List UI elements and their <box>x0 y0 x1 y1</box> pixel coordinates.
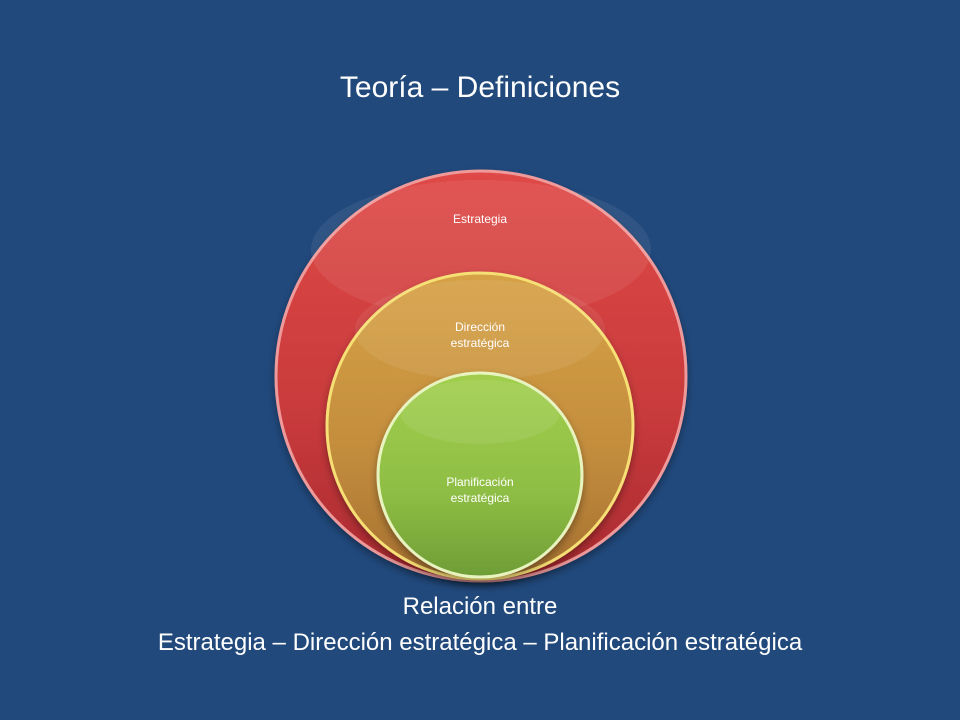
label-planificacion-text: Planificación estratégica <box>446 475 514 505</box>
circle-planificacion-estrategica <box>376 371 584 579</box>
label-estrategia: Estrategia <box>400 211 560 227</box>
caption-line-2: Estrategia – Dirección estratégica – Pla… <box>157 629 803 656</box>
label-direccion-text: Dirección estratégica <box>450 320 510 350</box>
caption-line-1: Relación entre <box>402 593 558 620</box>
label-planificacion-estrategica: Planificación estratégica <box>400 458 560 506</box>
circle-estrategia-highlight <box>311 180 651 320</box>
circle-direccion-highlight <box>355 280 605 380</box>
slide-title: Teoría – Definiciones <box>339 71 621 104</box>
circle-planificacion-highlight <box>400 380 560 444</box>
label-estrategia-text: Estrategia <box>452 212 508 226</box>
label-direccion-estrategica: Dirección estratégica <box>400 303 560 351</box>
